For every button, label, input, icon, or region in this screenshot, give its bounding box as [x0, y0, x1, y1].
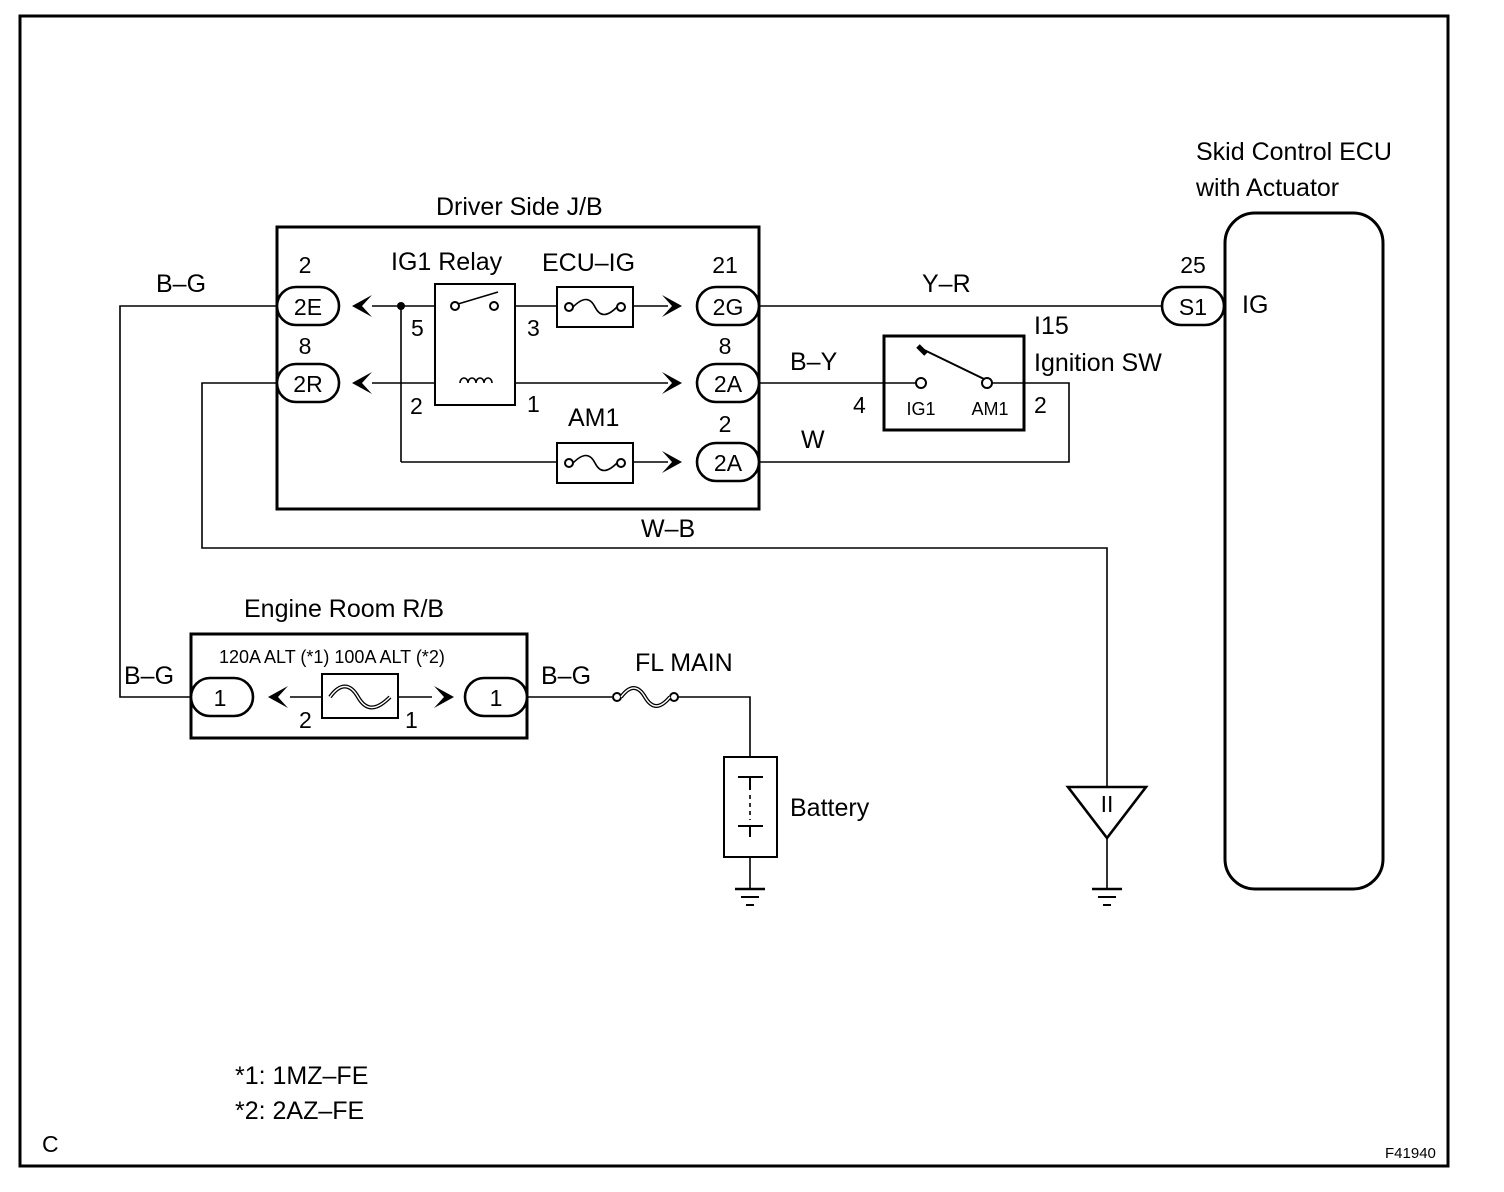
- relay-switch-arm: [457, 291, 499, 305]
- arrow-rb-left: [268, 686, 288, 708]
- fl-main-pin-left: [612, 692, 622, 702]
- junction-dot: [397, 302, 405, 310]
- wire-bg-2e: [119, 305, 280, 698]
- connector-rb-right: [463, 676, 529, 718]
- ground-point-ii: [1065, 785, 1149, 841]
- ecu-ig-fuse-pin-right: [616, 302, 626, 312]
- skid-ecu-label-line1: Skid Control ECU: [1196, 138, 1392, 166]
- footnote-2: *2: 2AZ–FE: [235, 1097, 364, 1125]
- connector-2r: [275, 362, 341, 404]
- connector-2a-bot-label: 2A: [714, 450, 743, 476]
- relay-contact-left: [450, 301, 460, 311]
- battery-label: Battery: [790, 794, 870, 822]
- arrow-rb-right: [434, 686, 454, 708]
- wires: [119, 305, 1162, 889]
- ecu-ig-fuse-pin-left: [564, 302, 574, 312]
- relay-pin-2: 2: [410, 393, 423, 419]
- connector-s1-label: S1: [1179, 294, 1207, 320]
- ignition-pin-2: 2: [1034, 392, 1047, 418]
- wire-label-bg-right: B–G: [541, 662, 591, 690]
- ignition-pin-4: 4: [853, 392, 866, 418]
- connector-2a-bot: [695, 441, 761, 483]
- relay-contact-right: [489, 301, 499, 311]
- pin-2g: 21: [712, 252, 738, 278]
- ignition-contact-ig1: [915, 377, 927, 389]
- relay-pin-5: 5: [411, 315, 424, 341]
- am1-fuse-pin-left: [564, 458, 574, 468]
- fl-main-label: FL MAIN: [635, 649, 733, 677]
- wire-fl-battery: [678, 696, 751, 757]
- relay-coil: [459, 377, 493, 384]
- alt-fuse: [321, 673, 399, 719]
- ig1-relay-label: IG1 Relay: [391, 248, 503, 276]
- ecu-ig-fuse-label: ECU–IG: [542, 249, 635, 277]
- wire-label-by: B–Y: [790, 348, 838, 376]
- pin-2a-top: 8: [719, 333, 732, 359]
- engine-room-rb-label: Engine Room R/B: [244, 595, 444, 623]
- corner-label: C: [42, 1131, 59, 1157]
- wire-label-yr: Y–R: [922, 270, 971, 298]
- ignition-switch-arm-tip: [916, 344, 928, 356]
- ecu-ig-fuse-element: [572, 298, 618, 316]
- alt-fuse-element-inner: [329, 685, 391, 709]
- connector-rb-right-label: 1: [490, 685, 503, 711]
- alt-pin-2: 2: [299, 707, 312, 733]
- engine-room-rb-box: [189, 632, 529, 740]
- connector-2r-label: 2R: [293, 371, 322, 397]
- fl-main-pin-right: [669, 692, 679, 702]
- footnote-1: *1: 1MZ–FE: [235, 1062, 368, 1090]
- wire-w: [760, 382, 1070, 463]
- ground-point-ii-label: II: [1101, 791, 1114, 817]
- wire-label-bg-left: B–G: [124, 662, 174, 690]
- am1-fuse-label: AM1: [568, 404, 619, 432]
- ig1-relay-box: [434, 283, 516, 406]
- connector-2e-label: 2E: [294, 294, 322, 320]
- ground-symbol-battery: [735, 887, 765, 906]
- connector-2g: [695, 285, 761, 327]
- arrow-2a-bot: [662, 451, 682, 473]
- arrow-2r: [352, 372, 372, 394]
- connector-s1: [1160, 285, 1226, 327]
- connector-2e: [275, 285, 341, 327]
- figure-code: F41940: [1385, 1145, 1436, 1162]
- wire-label-bg-top: B–G: [156, 270, 206, 298]
- ignition-switch-code: I15: [1034, 312, 1069, 340]
- connector-2a-top: [695, 362, 761, 404]
- ignition-pin-ig1: IG1: [906, 399, 935, 419]
- skid-control-ecu-box: [1223, 211, 1385, 891]
- ground-symbol-ii: [1092, 887, 1122, 906]
- connector-2g-label: 2G: [713, 294, 744, 320]
- ignition-pin-am1: AM1: [971, 399, 1008, 419]
- driver-side-jb-label: Driver Side J/B: [436, 193, 603, 221]
- wire-label-w: W: [801, 426, 825, 454]
- connector-rb-left: [189, 676, 255, 718]
- connector-2a-top-label: 2A: [714, 371, 743, 397]
- ecu-pin-ig: IG: [1242, 291, 1268, 319]
- alt-fuse-label: 120A ALT (*1) 100A ALT (*2): [219, 647, 445, 667]
- am1-fuse-pin-right: [616, 458, 626, 468]
- wire-wb: [201, 382, 1108, 787]
- pin-2r: 8: [299, 333, 312, 359]
- skid-ecu-label-line2: with Actuator: [1195, 174, 1339, 202]
- connector-rb-left-label: 1: [214, 685, 227, 711]
- pin-2e: 2: [299, 252, 312, 278]
- pin-2a-bot: 2: [719, 411, 732, 437]
- ignition-switch-arm: [919, 347, 985, 380]
- pin-s1: 25: [1180, 252, 1206, 278]
- am1-fuse-element: [572, 454, 618, 472]
- diagram-frame: [18, 14, 1450, 1168]
- relay-pin-3: 3: [527, 315, 540, 341]
- fl-main-element-inner: [620, 687, 671, 707]
- alt-pin-1: 1: [405, 707, 418, 733]
- ignition-switch-name: Ignition SW: [1034, 349, 1162, 377]
- ignition-contact-am1: [981, 377, 993, 389]
- arrow-2g: [662, 295, 682, 317]
- driver-side-jb-box: [275, 225, 761, 511]
- arrow-2e: [352, 295, 372, 317]
- wire-label-wb: W–B: [641, 515, 695, 543]
- arrow-2a-top: [662, 372, 682, 394]
- ignition-switch-box: [882, 334, 1026, 432]
- relay-pin-1: 1: [527, 391, 540, 417]
